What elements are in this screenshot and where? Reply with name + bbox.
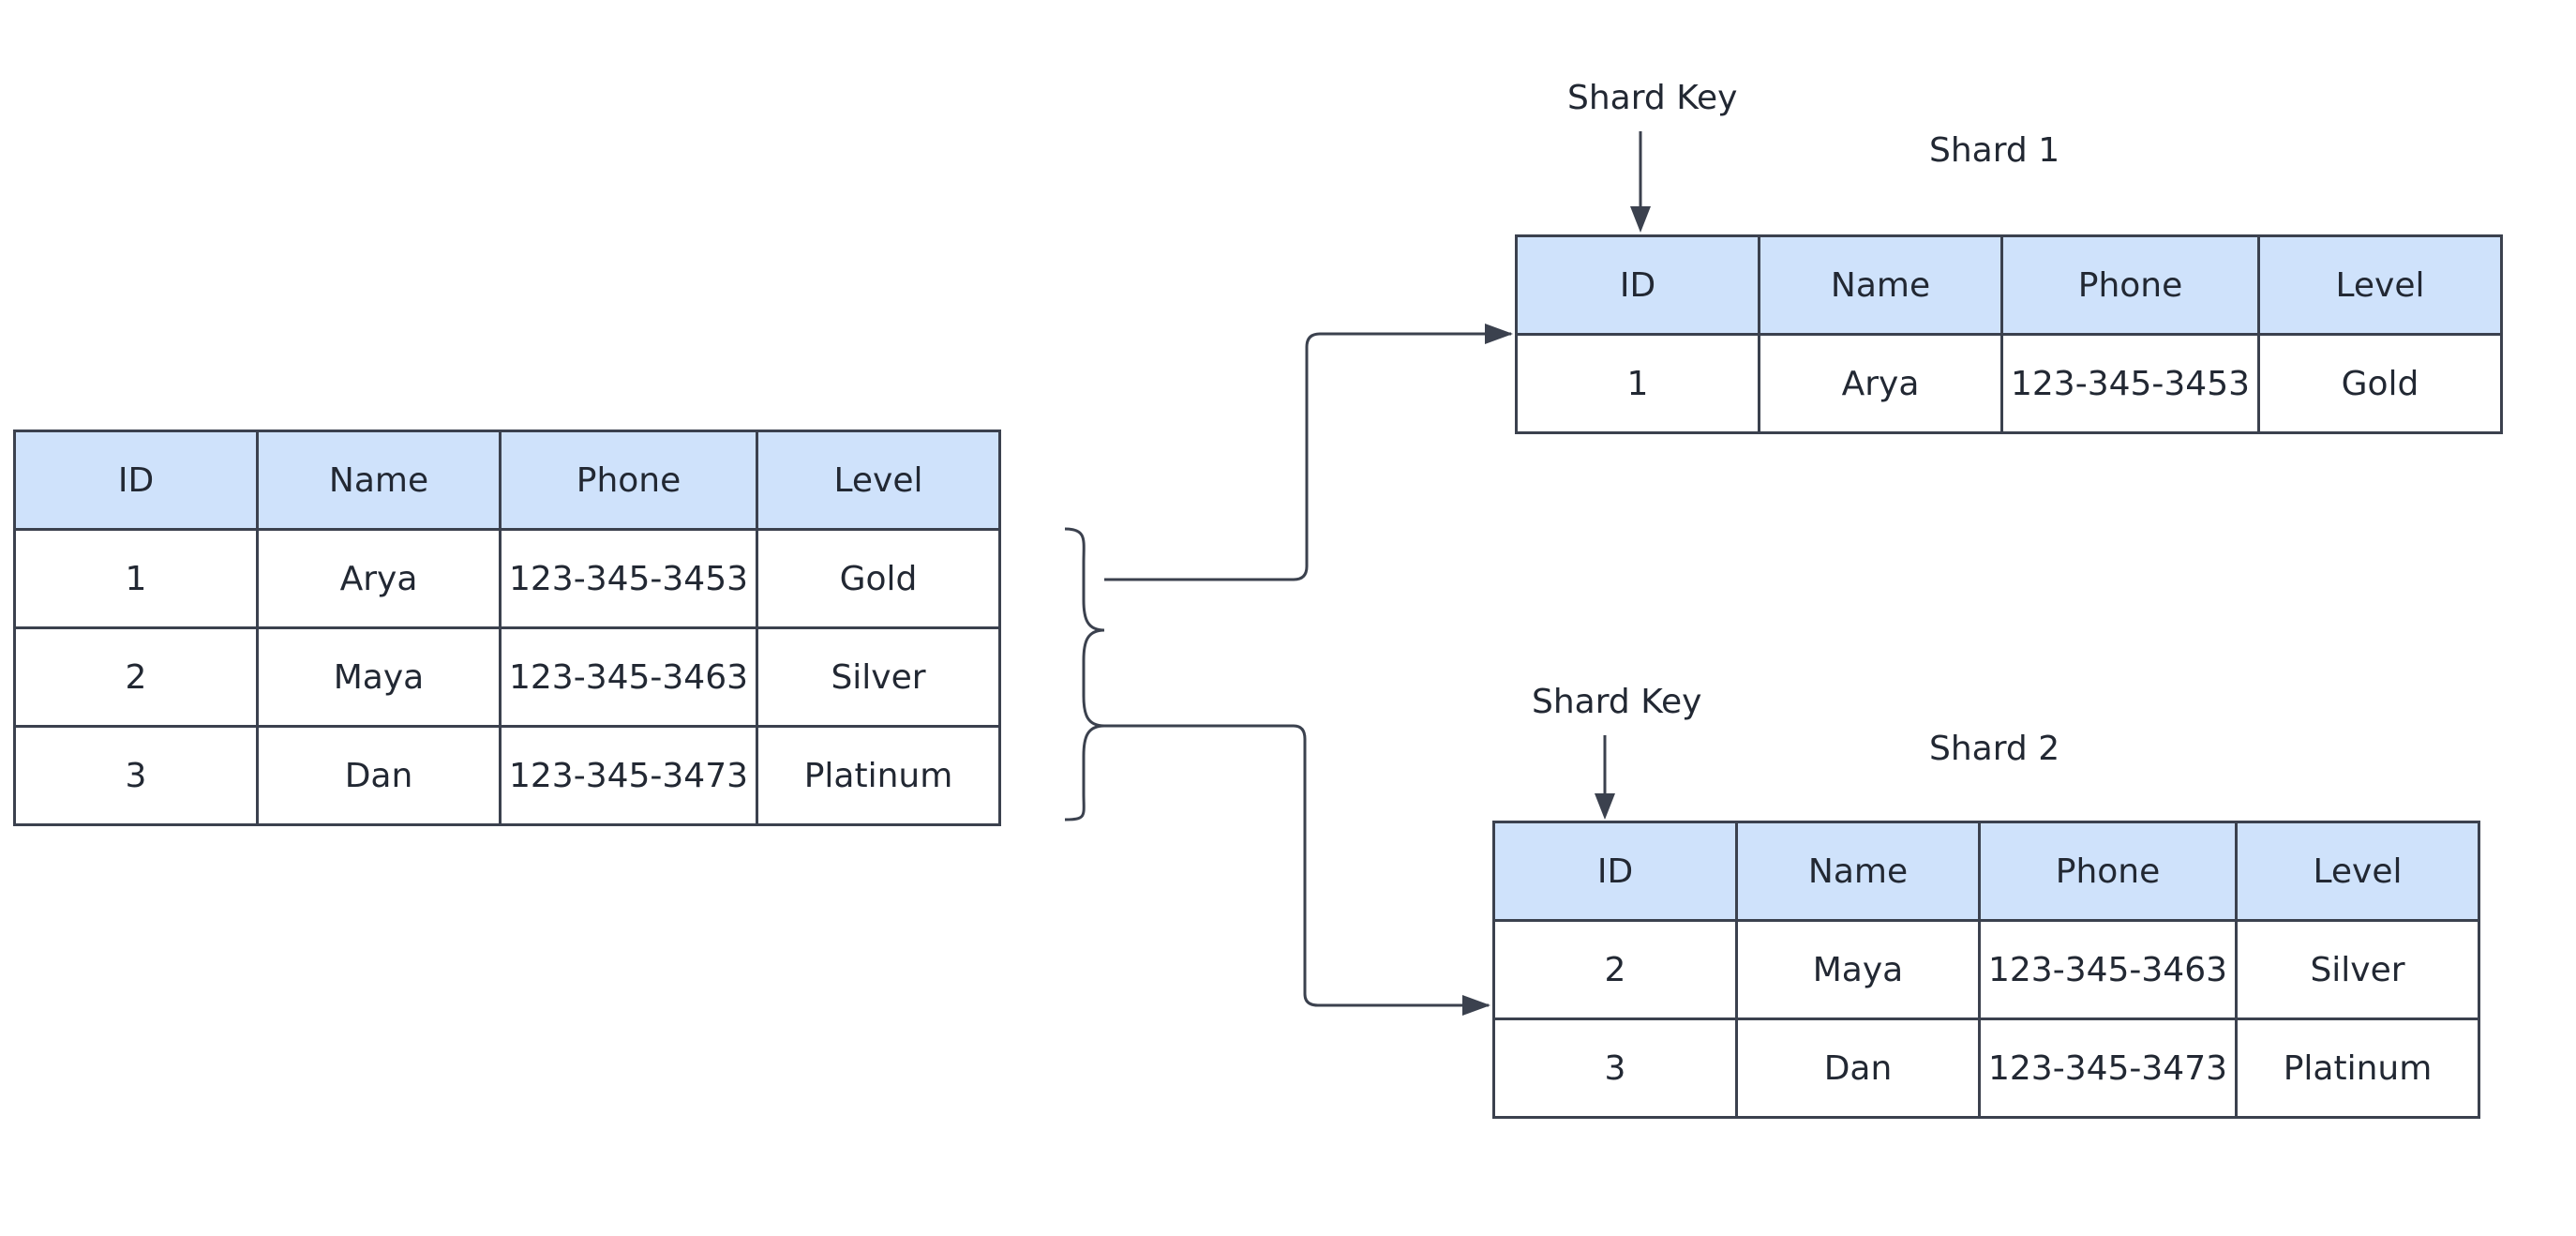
shard2-table: ID Name Phone Level 2 Maya 123-345-3463 … (1492, 821, 2480, 1119)
table-row: 2 Maya 123-345-3463 Silver (1492, 919, 2480, 1020)
header-id: ID (13, 430, 259, 531)
table-row: 1 Arya 123-345-3453 Gold (1515, 333, 2503, 434)
shard2-key-arrowhead (1595, 793, 1615, 820)
table-row: 2 Maya 123-345-3463 Silver (13, 626, 1001, 728)
shard1-table: ID Name Phone Level 1 Arya 123-345-3453 … (1515, 234, 2503, 434)
cell-phone: 123-345-3463 (499, 626, 758, 728)
cell-name: Maya (1735, 919, 1981, 1020)
connector-to-shard2 (1104, 724, 1489, 1007)
shard1-title: Shard 1 (1929, 131, 2060, 170)
header-row: ID Name Phone Level (1515, 234, 2503, 336)
cell-id: 2 (13, 626, 259, 728)
header-phone: Phone (2000, 234, 2260, 336)
cell-name: Maya (256, 626, 502, 728)
cell-id: 3 (13, 725, 259, 826)
cell-level: Platinum (756, 725, 1001, 826)
table-row: 3 Dan 123-345-3473 Platinum (13, 725, 1001, 826)
header-id: ID (1515, 234, 1760, 336)
curly-brace (1064, 527, 1105, 821)
shard1-key-arrowhead (1630, 206, 1651, 233)
header-name: Name (1735, 821, 1981, 922)
cell-level: Silver (2235, 919, 2480, 1020)
cell-name: Dan (1735, 1017, 1981, 1119)
cell-id: 1 (13, 528, 259, 629)
shard1-key-label: Shard Key (1567, 79, 1738, 117)
cell-name: Dan (256, 725, 502, 826)
cell-id: 2 (1492, 919, 1738, 1020)
header-name: Name (1758, 234, 2003, 336)
header-phone: Phone (499, 430, 758, 531)
header-id: ID (1492, 821, 1738, 922)
header-row: ID Name Phone Level (13, 430, 1001, 531)
source-table: ID Name Phone Level 1 Arya 123-345-3453 … (13, 430, 1001, 826)
cell-phone: 123-345-3463 (1978, 919, 2238, 1020)
arrowhead-shard2 (1462, 995, 1490, 1016)
cell-level: Gold (756, 528, 1001, 629)
cell-phone: 123-345-3453 (499, 528, 758, 629)
table-row: 1 Arya 123-345-3453 Gold (13, 528, 1001, 629)
cell-id: 1 (1515, 333, 1760, 434)
cell-name: Arya (256, 528, 502, 629)
cell-name: Arya (1758, 333, 2003, 434)
cell-level: Silver (756, 626, 1001, 728)
shard2-title: Shard 2 (1929, 730, 2060, 768)
cell-phone: 123-345-3453 (2000, 333, 2260, 434)
cell-id: 3 (1492, 1017, 1738, 1119)
header-row: ID Name Phone Level (1492, 821, 2480, 922)
cell-phone: 123-345-3473 (1978, 1017, 2238, 1119)
cell-phone: 123-345-3473 (499, 725, 758, 826)
header-level: Level (2235, 821, 2480, 922)
header-level: Level (756, 430, 1001, 531)
cell-level: Platinum (2235, 1017, 2480, 1119)
table-row: 3 Dan 123-345-3473 Platinum (1492, 1017, 2480, 1119)
cell-level: Gold (2257, 333, 2503, 434)
header-phone: Phone (1978, 821, 2238, 922)
arrowhead-shard1 (1485, 324, 1513, 344)
header-name: Name (256, 430, 502, 531)
shard2-key-label: Shard Key (1532, 683, 1702, 721)
connector-to-shard1 (1104, 332, 1511, 581)
header-level: Level (2257, 234, 2503, 336)
